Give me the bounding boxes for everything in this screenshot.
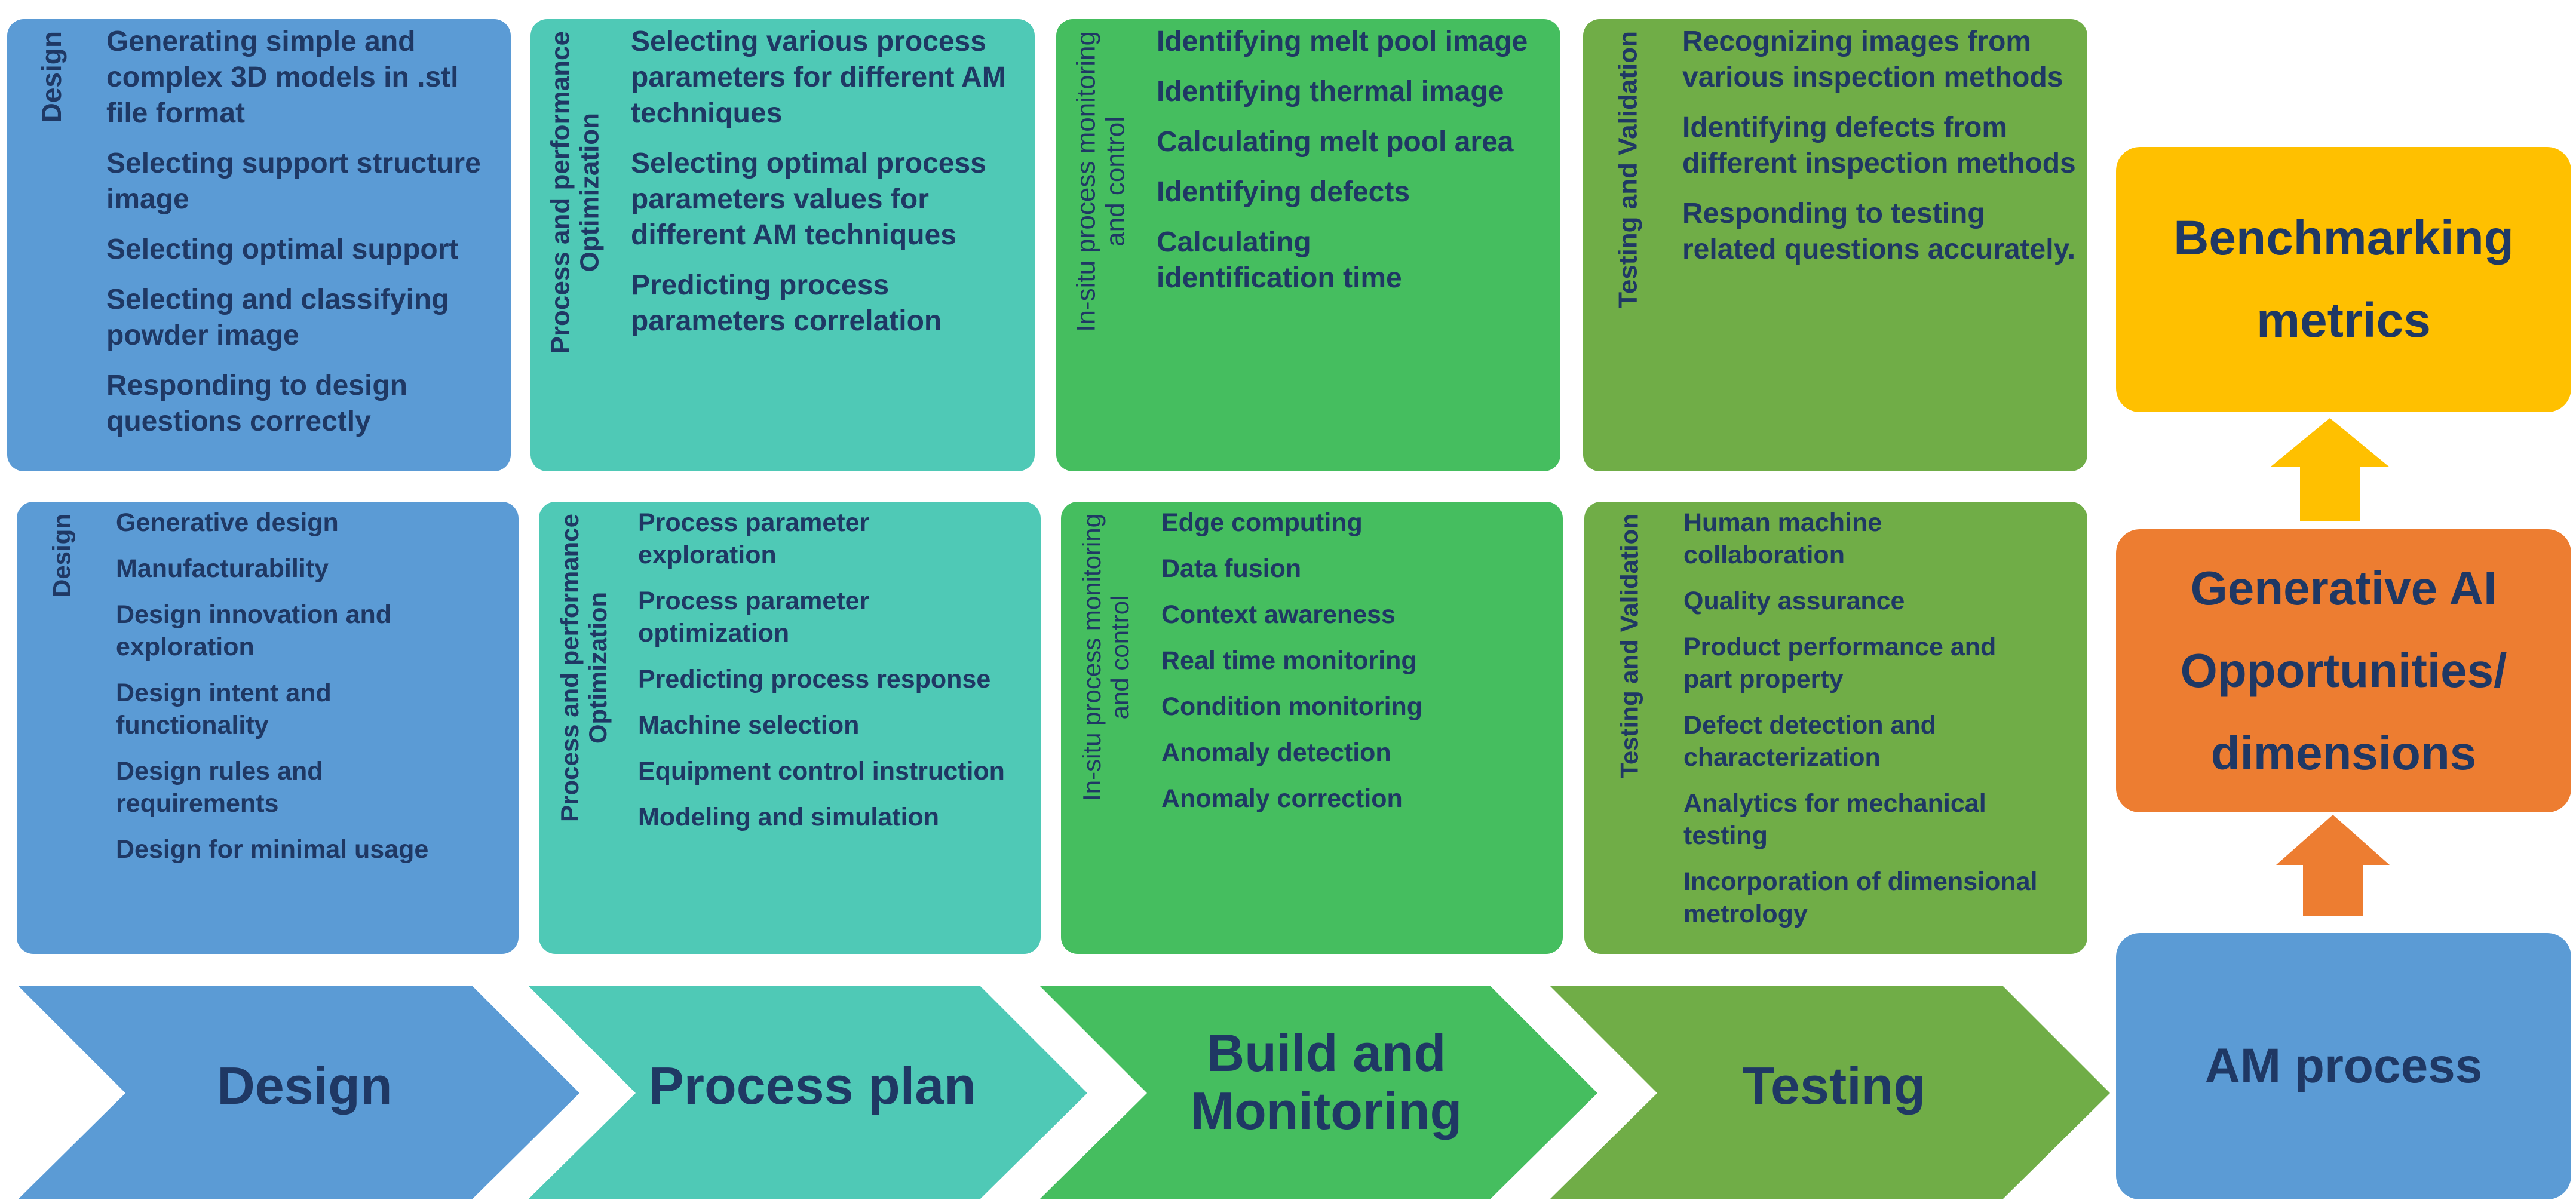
top-monitoring-items: Identifying melt pool image Identifying … [1157, 24, 1551, 311]
list-item: Product performance and part property [1683, 633, 1997, 693]
list-item: Selecting optimal support [106, 234, 459, 265]
list-item: Manufacturability [116, 554, 329, 583]
up-arrow-icon [2270, 418, 2390, 521]
list-item: Real time monitoring [1161, 646, 1417, 675]
bottom-testing-items: Human machine collaboration Quality assu… [1683, 507, 2060, 944]
list-item: Design rules and requirements [116, 757, 323, 818]
bottom-design-panel: Design Generative design Manufacturabili… [17, 502, 519, 954]
list-item: Incorporation of dimensional metrology [1683, 867, 2038, 928]
list-item: Edge computing [1161, 508, 1363, 537]
bottom-design-items: Generative design Manufacturability Desi… [116, 507, 486, 879]
list-item: Predicting process parameters correlatio… [631, 269, 942, 337]
list-item: Generative design [116, 508, 339, 537]
list-item: Predicting process response [638, 665, 991, 693]
list-item: Selecting support structure image [106, 148, 481, 215]
list-item: Data fusion [1161, 554, 1302, 583]
list-item: Selecting and classifying powder image [106, 284, 449, 351]
list-item: Condition monitoring [1161, 692, 1423, 721]
list-item: Design innovation and exploration [116, 600, 392, 661]
top-testing-items: Recognizing images from various inspecti… [1682, 24, 2077, 282]
list-item: Recognizing images from various inspecti… [1682, 26, 2063, 93]
list-item: Analytics for mechanical testing [1683, 789, 1986, 850]
list-item: Selecting optimal process parameters val… [631, 148, 986, 251]
list-item: Anomaly detection [1161, 738, 1391, 767]
list-item: Selecting various process parameters for… [631, 26, 1006, 129]
list-item: Design for minimal usage [116, 835, 429, 864]
list-item: Modeling and simulation [638, 803, 940, 831]
chevron-design [18, 986, 579, 1199]
step-testing-label: Testing [1742, 1056, 1926, 1115]
list-item: Design intent and functionality [116, 679, 332, 739]
list-item: Equipment control instruction [638, 757, 1005, 785]
list-item: Identifying melt pool image [1157, 26, 1528, 57]
list-item: Responding to design questions correctly [106, 370, 407, 437]
list-item: Identifying defects [1157, 176, 1410, 208]
list-item: Generating simple and complex 3D models … [106, 26, 459, 129]
step-process-plan-label: Process plan [649, 1056, 976, 1115]
bottom-process-items: Process parameter exploration Process pa… [638, 507, 1032, 847]
chevron-process-plan [528, 986, 1087, 1199]
list-item: Identifying defects from different inspe… [1682, 112, 2076, 179]
list-item: Process parameter exploration [638, 508, 870, 569]
bottom-monitoring-items: Edge computing Data fusion Context aware… [1161, 507, 1544, 828]
list-item: Calculating melt pool area [1157, 126, 1514, 158]
top-process-items: Selecting various process parameters for… [631, 24, 1019, 354]
process-chevrons [18, 986, 2110, 1199]
list-item: Process parameter optimization [638, 587, 870, 647]
top-design-items: Generating simple and complex 3D models … [106, 24, 501, 454]
list-item: Responding to testing related questions … [1682, 198, 2076, 265]
list-item: Human machine collaboration [1683, 508, 1882, 569]
chevron-build [1039, 986, 1597, 1199]
list-item: Calculating identification time [1157, 226, 1402, 294]
am-process-box: AM process [2116, 933, 2571, 1199]
list-item: Quality assurance [1683, 587, 1905, 615]
list-item: Defect detection and characterization [1683, 711, 1936, 772]
list-item: Identifying thermal image [1157, 76, 1504, 108]
list-item: Context awareness [1161, 600, 1396, 629]
step-design-label: Design [217, 1056, 392, 1115]
bottom-testing-panel: Testing and Validation Human machine col… [1584, 502, 2087, 954]
list-item: Anomaly correction [1161, 784, 1403, 813]
chevron-testing [1550, 986, 2110, 1199]
list-item: Machine selection [638, 711, 860, 739]
up-arrow-icon [2276, 815, 2390, 916]
top-testing-panel: Testing and Validation Recognizing image… [1583, 19, 2087, 471]
top-design-panel: Design Generating simple and complex 3D … [7, 19, 511, 471]
